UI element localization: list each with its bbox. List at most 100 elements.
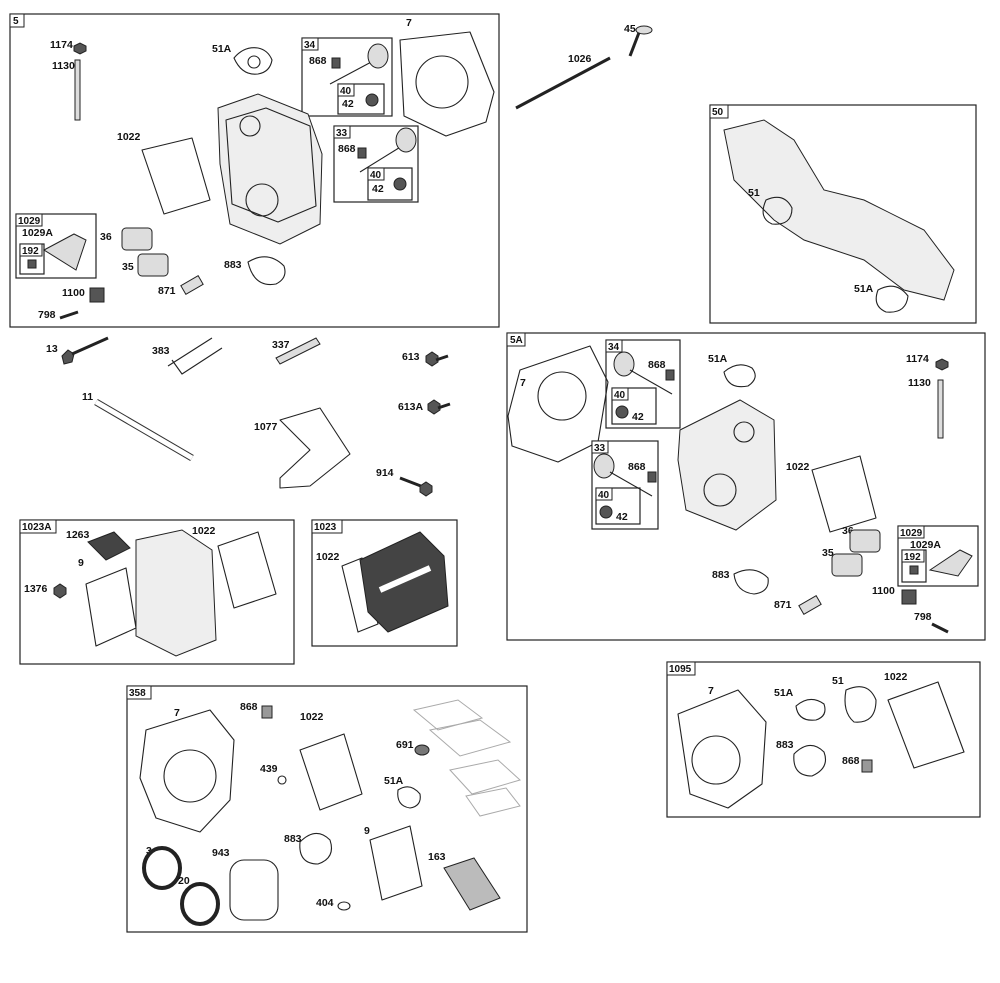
- part-outline: [87, 531, 131, 561]
- callout-label: 11: [82, 391, 93, 403]
- callout-label: 613A: [398, 401, 424, 413]
- callout-label: 798: [914, 611, 932, 623]
- callout-label: 1023A: [22, 522, 51, 533]
- stud-part: [74, 59, 81, 121]
- callout-label: 404: [316, 897, 334, 909]
- part-outline: [611, 387, 657, 425]
- callout-label: 914: [376, 467, 394, 479]
- part-outline: [605, 339, 623, 353]
- callout-label: 1029: [18, 216, 41, 227]
- part-outline: [9, 13, 25, 28]
- part-outline: [935, 358, 949, 371]
- callout-label: 1022: [786, 461, 810, 473]
- head-gasket-7: [399, 31, 495, 137]
- callout-label: 1376: [24, 583, 48, 595]
- rocker-arm: [43, 233, 87, 271]
- part-outline: [365, 93, 379, 107]
- gasket-51A: [233, 47, 273, 75]
- part-outline: [647, 471, 657, 483]
- part-outline: [331, 57, 341, 69]
- part-outline: [844, 686, 877, 723]
- part-outline: [709, 104, 729, 119]
- part-outline: [126, 685, 152, 700]
- callout-label: 1174: [906, 353, 929, 365]
- part-outline: [435, 354, 449, 362]
- part-outline: [142, 846, 182, 890]
- callout-label: 51A: [384, 775, 404, 787]
- part-outline: [397, 786, 421, 809]
- part-outline: [428, 719, 512, 757]
- callout-label: 358: [129, 688, 146, 699]
- part-outline: [333, 125, 351, 139]
- callout-label: 1130: [52, 60, 75, 72]
- part-outline: [593, 453, 615, 479]
- part-outline: [163, 749, 217, 803]
- part-outline: [425, 351, 439, 367]
- part-outline: [795, 698, 826, 721]
- callout-label: 798: [38, 309, 56, 321]
- part-outline: [239, 115, 261, 137]
- valve-cover-1023A: [135, 529, 217, 657]
- part-outline: [615, 405, 629, 419]
- part-outline: [341, 557, 379, 633]
- callout-label: 42: [616, 511, 628, 523]
- group-358-box: [126, 685, 528, 933]
- callout-label: 51: [748, 187, 760, 199]
- part-outline: [53, 583, 67, 599]
- callout-label: 868: [842, 755, 860, 767]
- part-outline: [311, 519, 343, 534]
- callout-label: 613: [402, 351, 420, 363]
- part-outline: [449, 759, 521, 795]
- callout-label: 883: [712, 569, 730, 581]
- part-outline: [591, 440, 609, 454]
- callout-label: 883: [776, 739, 794, 751]
- part-outline: [723, 364, 756, 388]
- group-5A-box: [506, 332, 986, 641]
- callout-label: 1022: [316, 551, 340, 563]
- part-outline: [415, 55, 469, 109]
- callout-label: 9: [364, 825, 370, 837]
- head-gasket-7b: [507, 345, 609, 463]
- callout-label: 35: [822, 547, 834, 559]
- spark-plug-337: [275, 337, 321, 365]
- part-outline: [359, 145, 403, 173]
- callout-label: 868: [338, 143, 356, 155]
- callout-label: 192: [22, 246, 39, 257]
- part-outline: [414, 744, 430, 756]
- callout-label: 1022: [884, 671, 908, 683]
- part-outline: [937, 379, 944, 439]
- part-outline: [928, 549, 973, 577]
- nut-part: [73, 42, 87, 55]
- group-1023-box: [311, 519, 458, 647]
- part-outline: [301, 37, 393, 117]
- part-outline: [337, 83, 385, 115]
- part-outline: [909, 565, 919, 575]
- part-outline: [357, 147, 367, 159]
- callout-label: 868: [648, 359, 666, 371]
- part-outline: [367, 167, 413, 201]
- callout-label: 34: [608, 342, 620, 353]
- callout-label: 42: [342, 98, 354, 110]
- callout-label: 1095: [669, 664, 692, 675]
- callout-label: 1029A: [910, 539, 941, 551]
- callout-label: 943: [212, 847, 230, 859]
- callout-label: 9: [78, 557, 84, 569]
- part-outline: [591, 440, 659, 530]
- callout-label: 51A: [708, 353, 728, 365]
- bracket-1077: [279, 407, 351, 489]
- callout-label: 40: [340, 86, 352, 97]
- part-outline: [369, 825, 423, 901]
- part-outline: [897, 525, 979, 587]
- part-outline: [635, 25, 653, 35]
- callout-label: 51A: [854, 283, 874, 295]
- part-outline: [897, 525, 925, 539]
- part-outline: [412, 699, 484, 731]
- part-outline: [261, 705, 273, 719]
- part-outline: [793, 744, 827, 777]
- cylinder-head: [217, 93, 323, 245]
- part-outline: [629, 369, 673, 395]
- callout-label: 163: [428, 851, 446, 863]
- callout-label: 35: [122, 261, 134, 273]
- callout-label: 1263: [66, 529, 90, 541]
